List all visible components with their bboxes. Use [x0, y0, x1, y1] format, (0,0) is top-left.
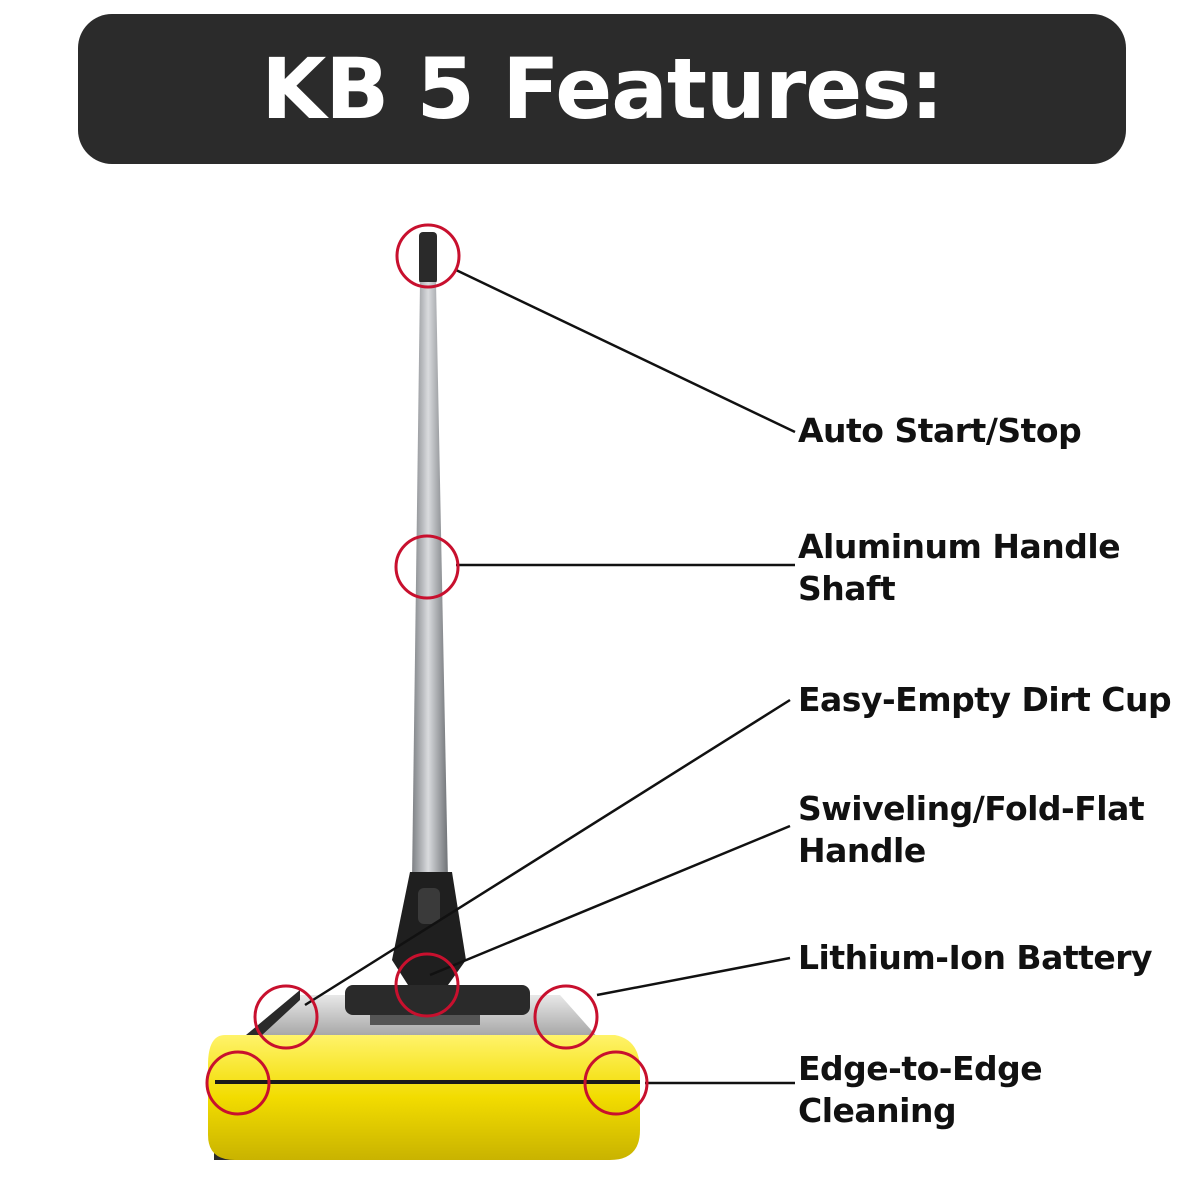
- swivel-joint: [392, 872, 466, 985]
- feature-label-auto-start-stop: Auto Start/Stop: [798, 411, 1082, 450]
- callout-circle-grip: [395, 223, 461, 289]
- callout-circle-shaft: [394, 534, 460, 600]
- handle-shaft: [412, 282, 448, 880]
- feature-label-edge-to-edge-cleaning: Edge-to-Edge Cleaning: [798, 1049, 1043, 1130]
- callout-circle-battery: [533, 984, 599, 1050]
- feature-label-lithium-ion-battery: Lithium-Ion Battery: [798, 938, 1153, 977]
- page-title: KB 5 Features:: [261, 40, 944, 138]
- callout-circle-edge-left: [205, 1050, 271, 1116]
- feature-label-swiveling-fold-flat-handle: Swiveling/Fold-Flat Handle: [798, 789, 1145, 870]
- callout-circle-edge-right: [583, 1050, 649, 1116]
- callout-circle-dirt-cup: [253, 984, 319, 1050]
- callout-circle-swivel: [394, 952, 460, 1018]
- feature-label-easy-empty-dirt-cup: Easy-Empty Dirt Cup: [798, 680, 1172, 719]
- header-banner: KB 5 Features:: [78, 14, 1126, 164]
- sweeper-body: [208, 1035, 640, 1160]
- leader-lines: [304, 268, 796, 1085]
- feature-label-aluminum-handle-shaft: Aluminum Handle Shaft: [798, 527, 1121, 608]
- handle-grip: [419, 232, 437, 284]
